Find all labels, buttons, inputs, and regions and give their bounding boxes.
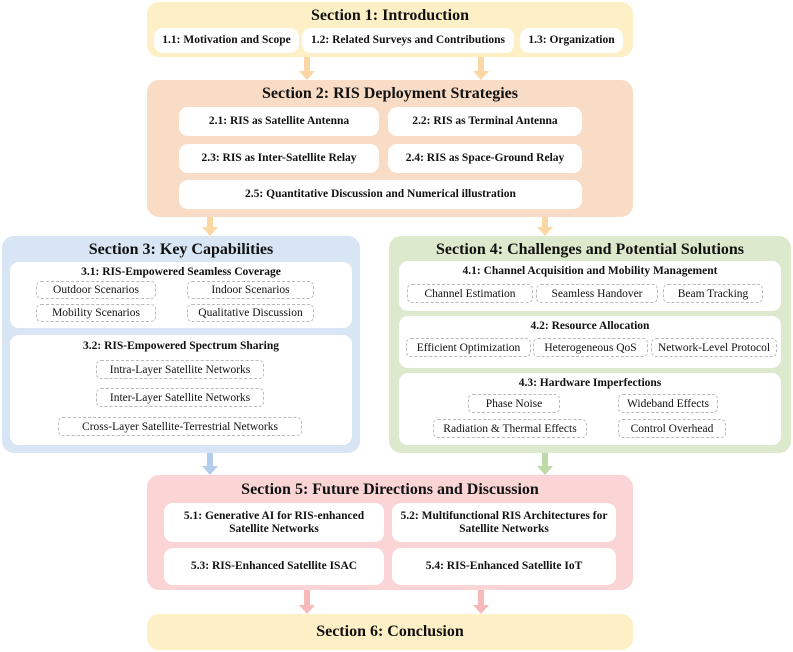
chip-inter-layer: Inter-Layer Satellite Networks xyxy=(96,388,264,407)
item-2-4: 2.4: RIS as Space-Ground Relay xyxy=(388,144,582,173)
chip-heterogeneous-qos: Heterogeneous QoS xyxy=(533,338,648,357)
section-5-title: Section 5: Future Directions and Discuss… xyxy=(241,481,539,498)
group-4-2-title: 4.2: Resource Allocation xyxy=(530,320,650,332)
chip-beam-tracking: Beam Tracking xyxy=(663,284,763,303)
item-2-2: 2.2: RIS as Terminal Antenna xyxy=(388,107,582,136)
chip-efficient-optimization: Efficient Optimization xyxy=(406,338,531,357)
group-3-1-title: 3.1: RIS-Empowered Seamless Coverage xyxy=(81,266,281,278)
chip-channel-estimation: Channel Estimation xyxy=(407,284,533,303)
group-4-1: 4.1: Channel Acquisition and Mobility Ma… xyxy=(399,261,781,311)
item-1-2: 1.2: Related Surveys and Contributions xyxy=(302,28,514,53)
section-3-title: Section 3: Key Capabilities xyxy=(88,241,274,258)
chip-network-level-protocol: Network-Level Protocol xyxy=(651,338,777,357)
item-5-3: 5.3: RIS-Enhanced Satellite ISAC xyxy=(164,548,384,585)
arrow-s1-s2-right xyxy=(473,57,489,80)
section-2-deployment: Section 2: RIS Deployment Strategies 2.1… xyxy=(147,80,633,217)
section-1-title: Section 1: Introduction xyxy=(311,7,469,24)
chip-outdoor-scenarios: Outdoor Scenarios xyxy=(36,281,156,299)
item-1-1: 1.1: Motivation and Scope xyxy=(154,28,299,53)
section-3-capabilities: Section 3: Key Capabilities 3.1: RIS-Emp… xyxy=(2,236,360,453)
section-6-conclusion: Section 6: Conclusion xyxy=(147,614,633,650)
item-5-2: 5.2: Multifunctional RIS Architectures f… xyxy=(392,503,616,542)
section-6-title: Section 6: Conclusion xyxy=(316,623,464,640)
item-2-5: 2.5: Quantitative Discussion and Numeric… xyxy=(179,180,582,209)
chip-indoor-scenarios: Indoor Scenarios xyxy=(187,281,314,299)
arrow-s1-s2-left xyxy=(299,57,315,80)
group-4-3-title: 4.3: Hardware Imperfections xyxy=(518,377,662,389)
chip-seamless-handover: Seamless Handover xyxy=(536,284,658,303)
arrow-s2-s4 xyxy=(537,217,553,236)
group-4-1-title: 4.1: Channel Acquisition and Mobility Ma… xyxy=(462,265,718,277)
group-3-2: 3.2: RIS-Empowered Spectrum Sharing Intr… xyxy=(10,335,352,445)
section-5-future: Section 5: Future Directions and Discuss… xyxy=(147,475,633,590)
group-4-3: 4.3: Hardware Imperfections Phase Noise … xyxy=(399,373,781,445)
arrow-s3-s5 xyxy=(202,453,218,475)
item-5-4: 5.4: RIS-Enhanced Satellite IoT xyxy=(392,548,616,585)
chip-qualitative-discussion: Qualitative Discussion xyxy=(187,304,314,322)
arrow-s5-s6-left xyxy=(299,590,315,614)
chip-mobility-scenarios: Mobility Scenarios xyxy=(36,304,156,322)
chip-radiation-thermal: Radiation & Thermal Effects xyxy=(433,419,587,438)
item-2-1: 2.1: RIS as Satellite Antenna xyxy=(179,107,379,136)
group-3-2-title: 3.2: RIS-Empowered Spectrum Sharing xyxy=(83,340,279,352)
section-1-introduction: Section 1: Introduction 1.1: Motivation … xyxy=(147,2,633,57)
arrow-s5-s6-right xyxy=(473,590,489,614)
section-4-title: Section 4: Challenges and Potential Solu… xyxy=(435,241,745,258)
item-1-3: 1.3: Organization xyxy=(520,28,623,53)
chip-control-overhead: Control Overhead xyxy=(618,419,726,438)
arrow-s4-s5 xyxy=(537,453,553,475)
chip-cross-layer: Cross-Layer Satellite-Terrestrial Networ… xyxy=(58,417,302,436)
chip-wideband-effects: Wideband Effects xyxy=(618,394,718,413)
chip-phase-noise: Phase Noise xyxy=(468,394,560,413)
group-4-2: 4.2: Resource Allocation Efficient Optim… xyxy=(399,316,781,368)
group-3-1: 3.1: RIS-Empowered Seamless Coverage Out… xyxy=(10,262,352,328)
arrow-s2-s3 xyxy=(202,217,218,236)
item-5-1: 5.1: Generative AI for RIS-enhanced Sate… xyxy=(164,503,384,542)
section-2-title: Section 2: RIS Deployment Strategies xyxy=(262,85,518,102)
section-4-challenges: Section 4: Challenges and Potential Solu… xyxy=(389,236,791,453)
item-2-3: 2.3: RIS as Inter-Satellite Relay xyxy=(179,144,379,173)
chip-intra-layer: Intra-Layer Satellite Networks xyxy=(96,360,264,379)
